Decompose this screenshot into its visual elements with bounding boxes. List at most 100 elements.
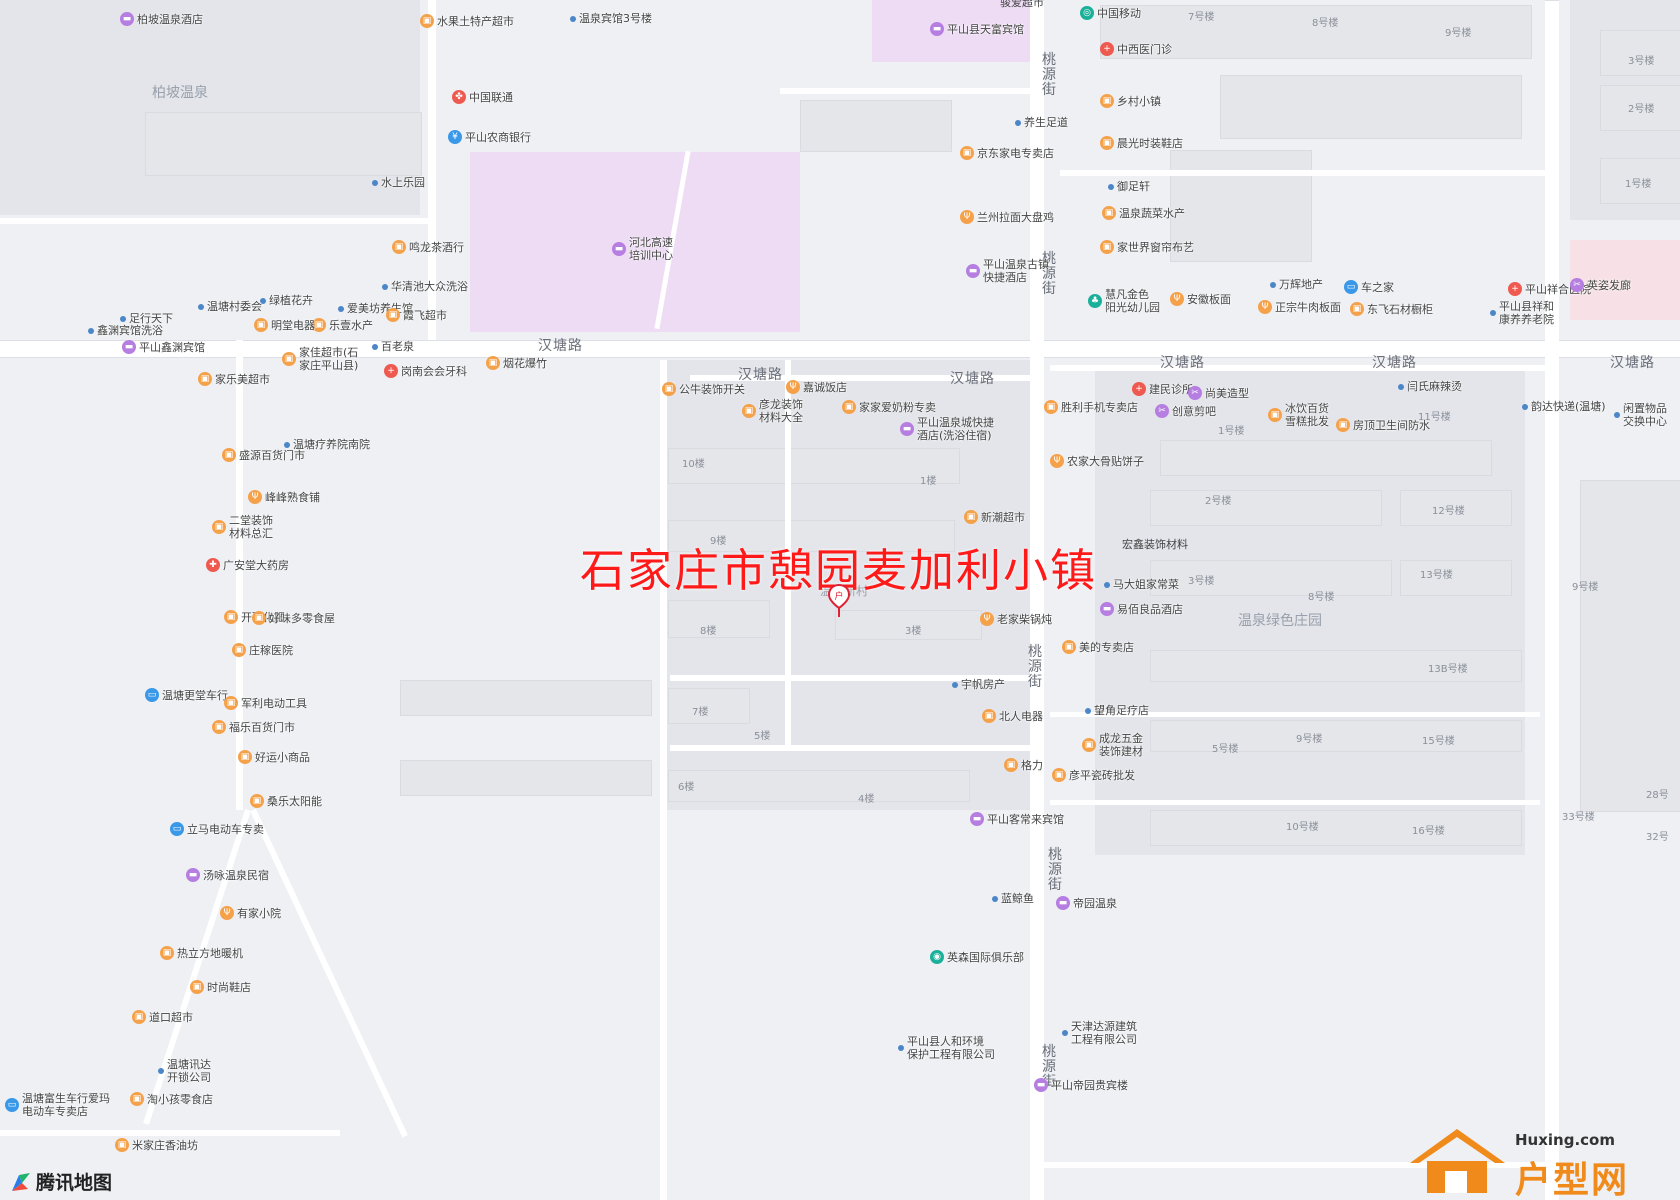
poi-marker[interactable]: ▣庄稼医院 bbox=[232, 643, 293, 657]
poi-marker[interactable]: ▣家家爱奶粉专卖 bbox=[842, 400, 936, 414]
poi-marker[interactable]: 华清池大众洗浴 bbox=[382, 280, 468, 293]
poi-marker[interactable]: ▣美的专卖店 bbox=[1062, 640, 1134, 654]
poi-marker[interactable]: ▬平山温泉城快捷 酒店(洗浴住宿) bbox=[900, 416, 994, 442]
poi-marker[interactable]: ▭温塘更堂车行 bbox=[145, 688, 228, 702]
poi-marker[interactable]: ▣时尚鞋店 bbox=[190, 980, 251, 994]
poi-marker[interactable]: ▣胜利手机专卖店 bbox=[1044, 400, 1138, 414]
poi-marker[interactable]: ▣好味多零食屋 bbox=[252, 611, 335, 625]
poi-marker[interactable]: 养生足道 bbox=[1015, 116, 1068, 129]
poi-marker[interactable]: ▬帝园温泉 bbox=[1056, 896, 1117, 910]
poi-marker[interactable]: 万辉地产 bbox=[1270, 278, 1323, 291]
poi-marker[interactable]: ▬柏坡温泉酒店 bbox=[120, 12, 203, 26]
poi-marker[interactable]: 鑫渊宾馆洗浴 bbox=[88, 324, 163, 337]
poi-marker[interactable]: ✚广安堂大药房 bbox=[206, 558, 289, 572]
poi-marker[interactable]: ▣米家庄香油坊 bbox=[115, 1138, 198, 1152]
poi-marker[interactable]: ▣乡村小镇 bbox=[1100, 94, 1161, 108]
poi-marker[interactable]: ▣东飞石材橱柜 bbox=[1350, 302, 1433, 316]
poi-marker[interactable]: ▬平山客常来宾馆 bbox=[970, 812, 1064, 826]
poi-marker[interactable]: ▣北人电器 bbox=[982, 709, 1043, 723]
poi-marker[interactable]: ▣新潮超市 bbox=[964, 510, 1025, 524]
poi-marker[interactable]: ▣温泉蔬菜水产 bbox=[1102, 206, 1185, 220]
poi-marker[interactable]: ▣淘小孩零食店 bbox=[130, 1092, 213, 1106]
poi-marker[interactable]: ▣京东家电专卖店 bbox=[960, 146, 1054, 160]
poi-marker[interactable]: +建民诊所 bbox=[1132, 382, 1193, 396]
poi-marker[interactable]: ▣烟花爆竹 bbox=[486, 356, 547, 370]
poi-marker[interactable]: ◉英森国际俱乐部 bbox=[930, 950, 1024, 964]
poi-marker[interactable]: ▣家乐美超市 bbox=[198, 372, 270, 386]
poi-marker[interactable]: ▣军利电动工具 bbox=[224, 696, 307, 710]
poi-marker[interactable]: 水上乐园 bbox=[372, 176, 425, 189]
poi-marker[interactable]: 足行天下 bbox=[120, 312, 173, 325]
poi-marker[interactable]: ♣慧凡金色 阳光幼儿园 bbox=[1088, 288, 1160, 314]
poi-marker[interactable]: ▣桑乐太阳能 bbox=[250, 794, 322, 808]
poi-marker[interactable]: ▣水果土特产超市 bbox=[420, 14, 514, 28]
poi-marker[interactable]: +中西医门诊 bbox=[1100, 42, 1172, 56]
poi-marker[interactable]: 温塘讯达 开锁公司 bbox=[158, 1058, 211, 1084]
poi-marker[interactable]: ▬平山鑫渊宾馆 bbox=[122, 340, 205, 354]
poi-marker[interactable]: 温泉宾馆3号楼 bbox=[570, 12, 652, 25]
poi-marker[interactable]: 温塘疗养院南院 bbox=[284, 438, 370, 451]
poi-marker[interactable]: ▬河北高速 培训中心 bbox=[612, 236, 673, 262]
poi-marker[interactable]: ▣道口超市 bbox=[132, 1010, 193, 1024]
poi-marker[interactable]: ▣热立方地暖机 bbox=[160, 946, 243, 960]
poi-marker[interactable]: ▭立马电动车专卖 bbox=[170, 822, 264, 836]
poi-marker[interactable]: ▣鸣龙茶酒行 bbox=[392, 240, 464, 254]
poi-marker[interactable]: ¥平山农商银行 bbox=[448, 130, 531, 144]
poi-marker[interactable]: ▣家佳超市(石 家庄平山县) bbox=[282, 346, 358, 372]
poi-marker[interactable]: ▬平山帝园贵宾楼 bbox=[1034, 1078, 1128, 1092]
poi-marker[interactable]: 韵达快递(温塘) bbox=[1522, 400, 1606, 413]
poi-marker[interactable]: ▣福乐百货门市 bbox=[212, 720, 295, 734]
poi-marker[interactable]: 蓝鲸鱼 bbox=[992, 892, 1034, 905]
poi-marker[interactable]: ▬易佰良品酒店 bbox=[1100, 602, 1183, 616]
poi-marker[interactable]: ▬平山县天富宾馆 bbox=[930, 22, 1024, 36]
poi-marker[interactable]: 平山县祥和 康养养老院 bbox=[1490, 300, 1554, 326]
poi-marker[interactable]: 百老泉 bbox=[372, 340, 414, 353]
poi-marker[interactable]: 御足轩 bbox=[1108, 180, 1150, 193]
poi-marker[interactable]: ✂尚美造型 bbox=[1188, 386, 1249, 400]
taoyuan-street[interactable] bbox=[1030, 0, 1044, 1200]
location-pin-icon[interactable]: 户 bbox=[827, 583, 851, 622]
poi-marker[interactable]: ▣成龙五金 装饰建材 bbox=[1082, 732, 1143, 758]
poi-marker[interactable]: ▣房顶卫生间防水 bbox=[1336, 418, 1430, 432]
poi-marker[interactable]: 天津达源建筑 工程有限公司 bbox=[1062, 1020, 1137, 1046]
poi-marker[interactable]: ✂创意剪吧 bbox=[1155, 404, 1216, 418]
east-avenue[interactable] bbox=[1545, 0, 1559, 1200]
poi-marker[interactable]: ▣二堂装饰 材料总汇 bbox=[212, 514, 273, 540]
poi-marker[interactable]: ✂英姿发廊 bbox=[1570, 278, 1631, 292]
poi-marker[interactable]: 闫氏麻辣烫 bbox=[1398, 380, 1462, 393]
poi-marker[interactable]: 平山县人和环境 保护工程有限公司 bbox=[898, 1035, 995, 1061]
poi-marker[interactable]: 马大姐家常菜 bbox=[1104, 578, 1179, 591]
poi-marker[interactable]: ▣乐壹水产 bbox=[312, 318, 373, 332]
poi-marker[interactable]: ▣公牛装饰开关 bbox=[662, 382, 745, 396]
poi-marker[interactable]: ▣好运小商品 bbox=[238, 750, 310, 764]
poi-marker[interactable]: ▣冰饮百货 雪糕批发 bbox=[1268, 402, 1329, 428]
poi-marker[interactable]: ▣盛源百货门市 bbox=[222, 448, 305, 462]
poi-marker[interactable]: ▭车之家 bbox=[1344, 280, 1394, 294]
poi-marker[interactable]: +岗南会会牙科 bbox=[384, 364, 467, 378]
poi-marker[interactable]: 温塘村委会 bbox=[198, 300, 262, 313]
poi-marker[interactable]: ▣晨光时装鞋店 bbox=[1100, 136, 1183, 150]
poi-marker[interactable]: 绿植花卉 bbox=[260, 294, 313, 307]
poi-marker[interactable]: 望角足疗店 bbox=[1085, 704, 1149, 717]
poi-marker[interactable]: ▬汤咏温泉民宿 bbox=[186, 868, 269, 882]
poi-marker[interactable]: ▭温塘富生车行爱玛 电动车专卖店 bbox=[5, 1092, 110, 1118]
poi-marker[interactable]: ▣格力 bbox=[1004, 758, 1043, 772]
poi-marker[interactable]: ✤中国联通 bbox=[452, 90, 513, 104]
hantang-road[interactable] bbox=[0, 340, 1680, 358]
poi-marker[interactable]: 闲置物品 交换中心 bbox=[1614, 402, 1667, 428]
poi-marker[interactable]: 宇帆房产 bbox=[952, 678, 1005, 691]
poi-marker[interactable]: ▣家世界窗帘布艺 bbox=[1100, 240, 1194, 254]
poi-marker[interactable]: ▬平山温泉古镇 快捷酒店 bbox=[966, 258, 1049, 284]
poi-marker[interactable]: ▣霞飞超市 bbox=[386, 308, 447, 322]
poi-marker[interactable]: ▣明堂电器 bbox=[254, 318, 315, 332]
poi-marker[interactable]: ▣彦平瓷砖批发 bbox=[1052, 768, 1135, 782]
